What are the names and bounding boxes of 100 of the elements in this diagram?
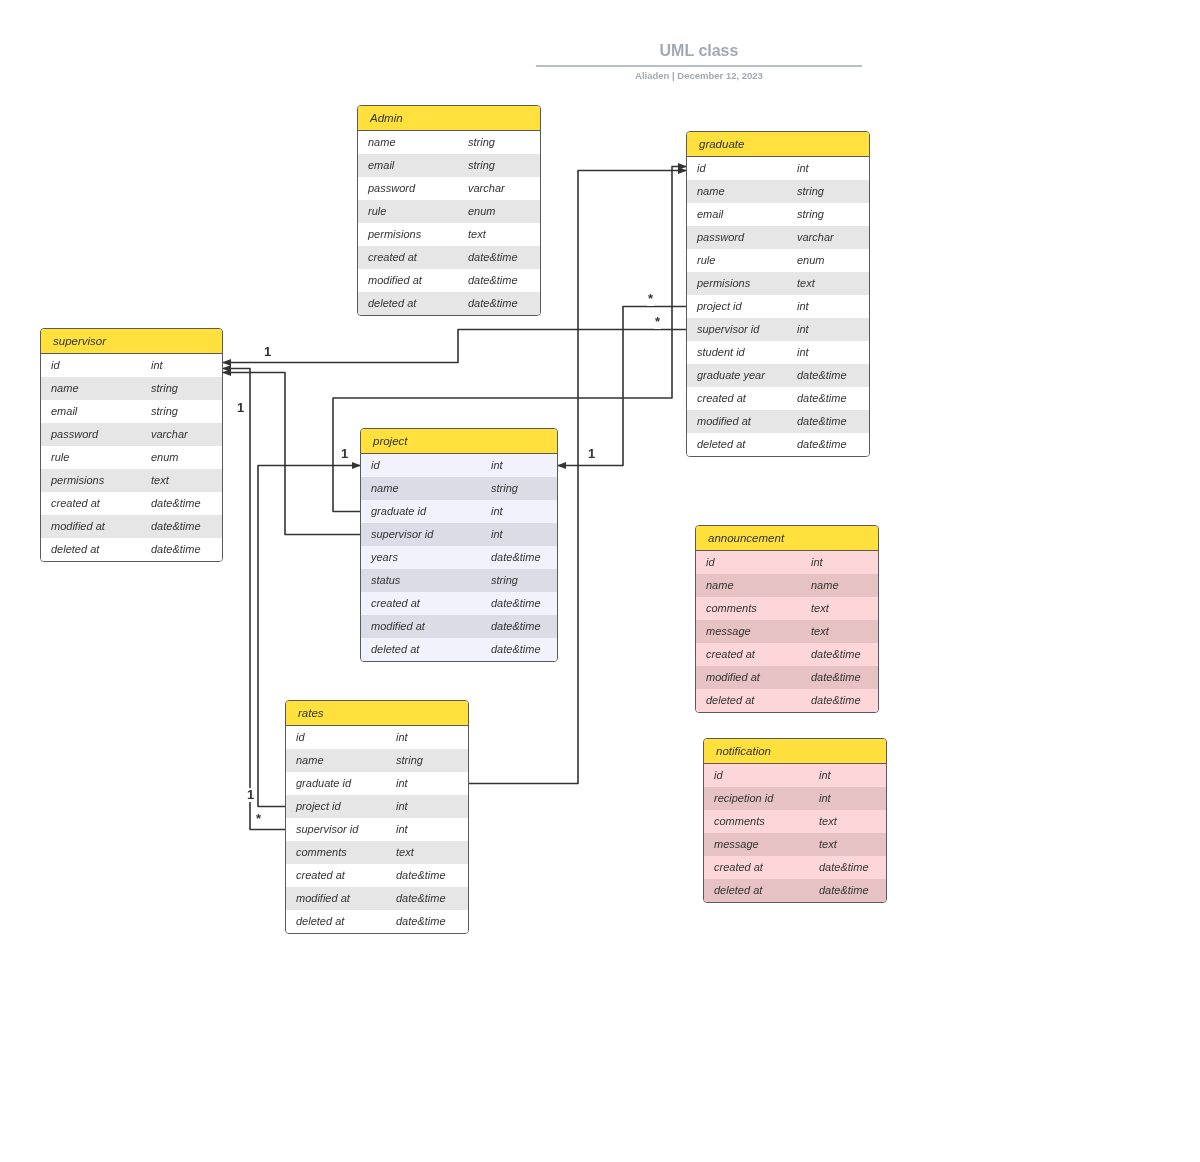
field-type: text [396,846,414,859]
table-box [285,700,469,934]
field-type: string [468,136,495,149]
field-type: text [468,228,486,241]
field-type: string [396,754,423,767]
multiplicity-label: * [647,292,655,306]
table-row [696,620,878,643]
table-row [704,787,886,810]
table-row [687,180,869,203]
field-name: comments [714,815,765,828]
connector-arrow [467,166,688,785]
table-row [358,200,540,223]
field-type: date&time [797,438,847,451]
field-type: date&time [811,694,861,707]
field-type: string [468,159,495,172]
field-name: name [706,579,734,592]
field-name: modified at [706,671,760,684]
field-type: string [151,382,178,395]
connector-arrow [556,305,688,470]
field-name: name [51,382,79,395]
connector-arrow [221,364,287,831]
field-type: string [491,482,518,495]
field-type: enum [151,451,179,464]
table-row [361,638,557,661]
field-type: text [811,602,829,615]
field-type: date&time [396,892,446,905]
connector-arrow [332,162,688,513]
field-type: string [797,208,824,221]
table-row [358,154,540,177]
table-box [686,131,870,457]
field-name: created at [371,597,420,610]
table-row [361,569,557,592]
field-name: created at [51,497,100,510]
table-row [361,477,557,500]
connector-arrow [257,461,362,808]
field-name: years [371,551,398,564]
field-name: id [371,459,380,472]
table-title: supervisor [41,329,222,354]
field-name: password [697,231,745,244]
field-type: int [797,323,809,336]
field-name: graduate id [296,777,352,790]
field-type: int [396,731,408,744]
field-name: message [714,838,759,851]
table-title: project [361,429,557,454]
table-row [361,546,557,569]
table-row [687,318,869,341]
field-name: created at [714,861,763,874]
field-name: deleted at [296,915,345,928]
field-name: email [368,159,395,172]
table-box [360,428,558,662]
field-type: date&time [151,520,201,533]
field-name: deleted at [714,884,763,897]
table-row [286,749,468,772]
multiplicity-label: 1 [246,788,256,802]
multiplicity-label: * [654,315,662,329]
field-type: string [151,405,178,418]
field-type: varchar [468,182,505,195]
field-type: int [396,800,408,813]
field-name: project id [697,300,742,313]
field-type: int [797,162,809,175]
table-row [41,469,222,492]
field-name: id [706,556,715,569]
field-name: modified at [371,620,425,633]
field-type: varchar [151,428,188,441]
field-name: permisions [368,228,422,241]
table-row [704,764,886,787]
field-name: status [371,574,401,587]
field-type: date&time [797,415,847,428]
table-row [696,666,878,689]
field-type: int [491,528,503,541]
field-type: date&time [491,620,541,633]
field-name: password [51,428,99,441]
table-row [704,810,886,833]
field-type: enum [797,254,825,267]
table-row [286,795,468,818]
field-name: supervisor id [697,323,760,336]
field-name: project id [296,800,341,813]
field-type: date&time [491,551,541,564]
table-row [361,592,557,615]
table-title: graduate [687,132,869,157]
field-type: date&time [396,869,446,882]
table-title: rates [286,701,468,726]
table-row [696,643,878,666]
connector-arrow [221,368,362,536]
field-type: date&time [396,915,446,928]
table-row [704,879,886,902]
field-type: date&time [819,884,869,897]
field-name: deleted at [706,694,755,707]
field-name: rule [51,451,70,464]
field-name: supervisor id [371,528,434,541]
diagram-title: UML class [658,42,740,60]
field-name: supervisor id [296,823,359,836]
field-name: id [697,162,706,175]
field-type: text [151,474,169,487]
field-name: modified at [51,520,105,533]
field-type: string [491,574,518,587]
field-type: date&time [797,369,847,382]
field-name: modified at [697,415,751,428]
field-type: date&time [491,643,541,656]
field-type: int [797,346,809,359]
